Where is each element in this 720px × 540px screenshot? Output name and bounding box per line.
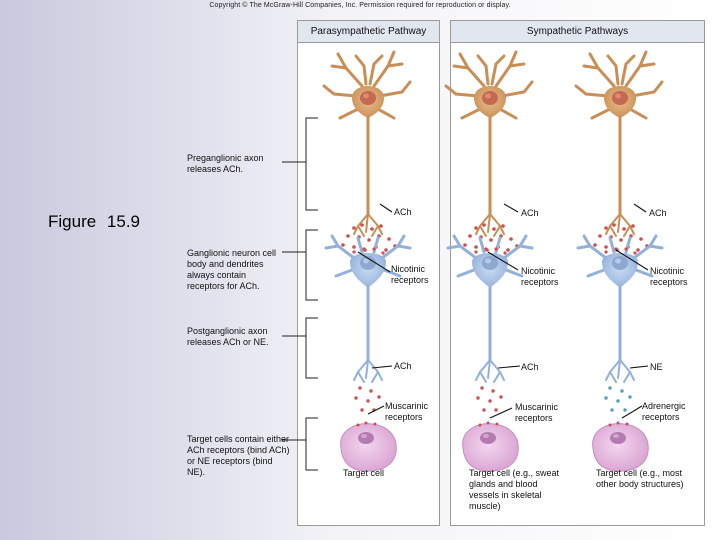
figure-title: Figure 15.9 — [48, 212, 140, 231]
post-transmitter-symp1: ACh — [521, 362, 539, 372]
copyright-notice: Copyright © The McGraw-Hill Companies, I… — [209, 2, 511, 9]
post-transmitter-para: ACh — [394, 361, 412, 371]
pre-transmitter-para: ACh — [394, 207, 412, 217]
ne-vesicles-post-symp2 — [604, 386, 632, 412]
target-label-symp1: Target cell (e.g., sweat glands and bloo… — [469, 468, 560, 511]
target-cell-para — [340, 421, 397, 472]
ach-vesicles-pre-symp1 — [463, 223, 519, 252]
target-receptor-symp1: Muscarinic receptors — [515, 402, 559, 423]
preganglionic-neuron-symp1 — [444, 50, 534, 238]
target-cell-symp2 — [592, 421, 649, 472]
side-brackets — [282, 117, 318, 471]
ach-vesicles-post-symp1 — [476, 386, 503, 412]
target-label-para: Target cell — [343, 468, 385, 478]
ganglion-receptor-symp2: Nicotinic receptors — [650, 266, 688, 287]
ganglionic-neuron-symp1 — [446, 234, 534, 384]
label-ganglionic: Ganglionic neuron cell body and dendrite… — [187, 248, 277, 291]
label-postganglionic: Postganglionic axon releases ACh or NE. — [187, 326, 269, 347]
sympathetic-header: Sympathetic Pathways — [451, 21, 704, 43]
target-label-symp2: Target cell (e.g., most other body struc… — [596, 468, 684, 489]
label-preganglionic: Preganglionic axon releases ACh. — [187, 153, 264, 174]
ganglion-receptor-para: Nicotinic receptors — [391, 264, 429, 285]
ach-vesicles-post-para — [354, 386, 381, 412]
pointer-lines — [357, 203, 649, 419]
target-receptor-symp2: Adrenergic receptors — [642, 401, 686, 422]
ach-vesicles-pre-symp2 — [593, 223, 649, 252]
parasympathetic-header: Parasympathetic Pathway — [298, 21, 439, 43]
label-target-cells: Target cells contain either ACh receptor… — [187, 434, 290, 477]
ach-vesicles-pre-para — [341, 223, 397, 252]
target-cell-symp1 — [462, 421, 519, 472]
ganglionic-neuron-symp2 — [576, 234, 664, 384]
target-receptor-para: Muscarinic receptors — [385, 401, 429, 422]
pre-transmitter-symp2: ACh — [649, 208, 667, 218]
ganglion-receptor-symp1: Nicotinic receptors — [521, 266, 559, 287]
pre-transmitter-symp1: ACh — [521, 208, 539, 218]
post-transmitter-symp2: NE — [650, 362, 663, 372]
